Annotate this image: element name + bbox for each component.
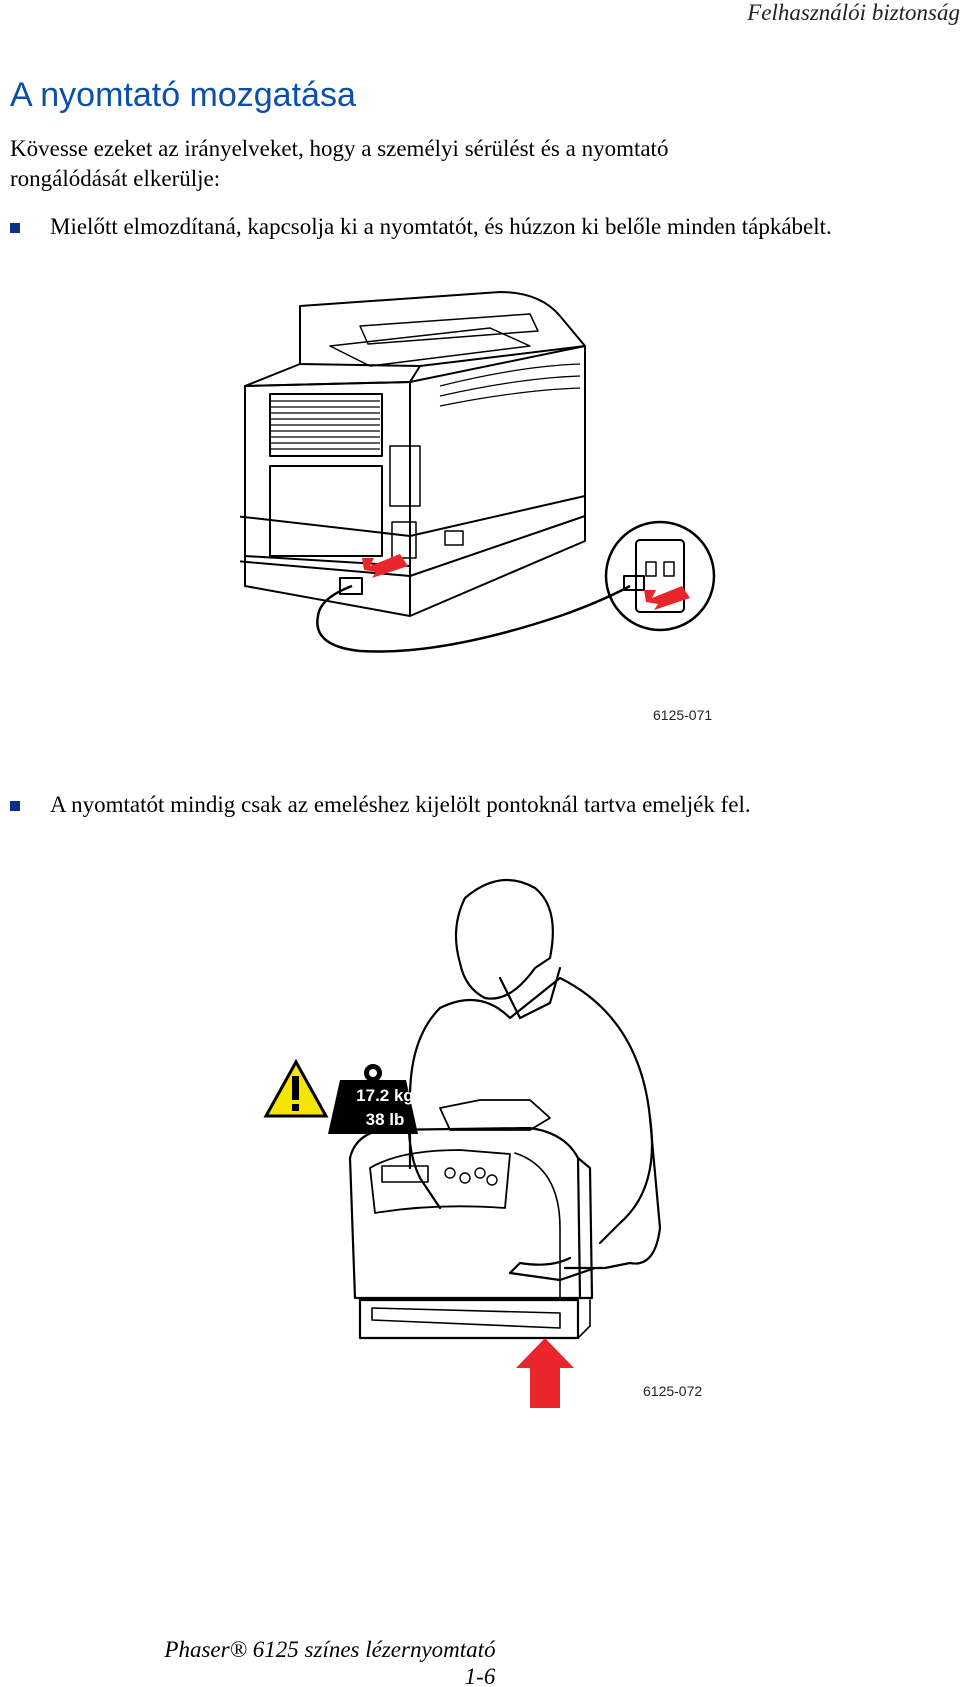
bullet-text: A nyomtatót mindig csak az emeléshez kij… xyxy=(50,792,751,817)
weight-lb-label: 38 lb xyxy=(365,1110,405,1129)
bullet-text: Mielőtt elmozdítaná, kapcsolja ki a nyom… xyxy=(50,214,832,239)
section-title: A nyomtató mozgatása xyxy=(10,76,356,114)
figure-code: 6125-072 xyxy=(643,1383,703,1399)
figure-unplug-printer xyxy=(240,286,740,726)
bullet-square-icon xyxy=(10,801,20,811)
printer-rear-illustration xyxy=(240,291,716,653)
weight-tag-icon xyxy=(328,1080,418,1134)
footer-product-name: Phaser® 6125 színes lézernyomtató xyxy=(164,1637,496,1662)
figure-code: 6125-071 xyxy=(653,707,713,723)
figure-lift-printer xyxy=(260,868,730,1408)
bullet-item-unplug: Mielőtt elmozdítaná, kapcsolja ki a nyom… xyxy=(10,212,832,242)
person-lifting-printer-illustration xyxy=(263,878,662,1408)
footer-page-number: 1-6 xyxy=(464,1664,496,1687)
intro-paragraph: Kövesse ezeket az irányelveket, hogy a s… xyxy=(10,136,669,191)
bullet-square-icon xyxy=(10,223,20,233)
running-header: Felhasználói biztonság xyxy=(747,0,960,25)
bullet-item-lift: A nyomtatót mindig csak az emeléshez kij… xyxy=(10,790,751,820)
weight-kg-label: 17.2 kg xyxy=(356,1086,414,1105)
